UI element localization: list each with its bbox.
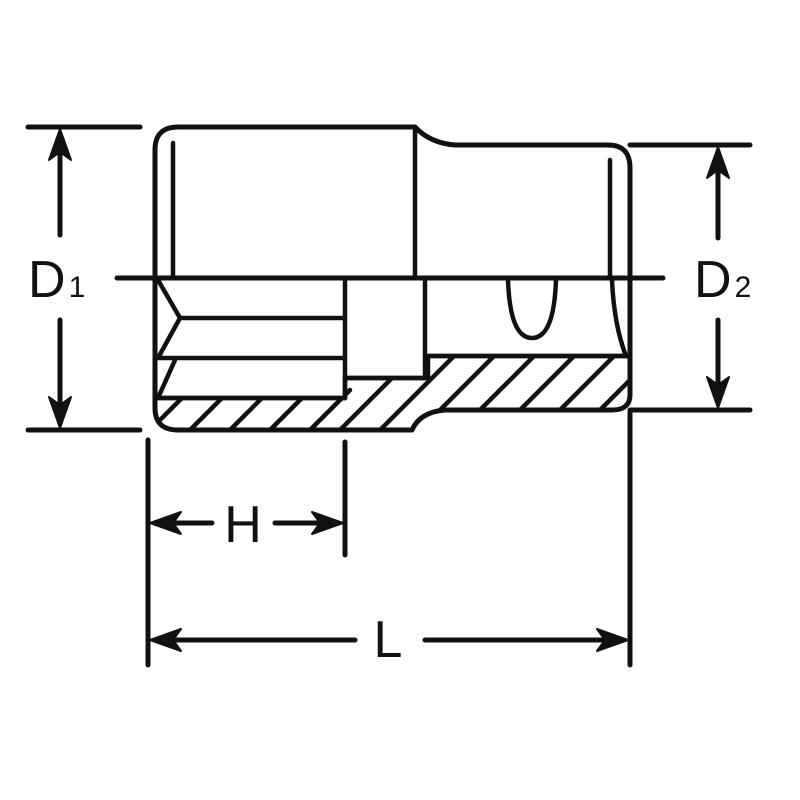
d2-up-arrow-icon (706, 146, 730, 179)
h-label: H (224, 496, 262, 554)
socket-body (114, 124, 666, 433)
section-hatching (158, 356, 628, 430)
drive-end-curve (609, 277, 629, 359)
wall-upper-boundary (155, 353, 631, 401)
l-left-arrow-icon (149, 628, 182, 652)
h-dimension: H (145, 437, 348, 668)
h-left-arrow-icon (149, 511, 182, 535)
l-right-arrow-icon (596, 628, 629, 652)
mouth-chamfer-upper (155, 277, 183, 361)
l-dimension: L (149, 409, 633, 669)
d2-down-arrow-icon (706, 376, 730, 409)
mouth-chamfer-lower (155, 357, 178, 401)
h-right-arrow-icon (311, 511, 344, 535)
d1-up-arrow-icon (48, 128, 72, 161)
l-label: L (374, 611, 403, 669)
d1-down-arrow-icon (48, 396, 72, 429)
detent-groove (505, 277, 559, 341)
